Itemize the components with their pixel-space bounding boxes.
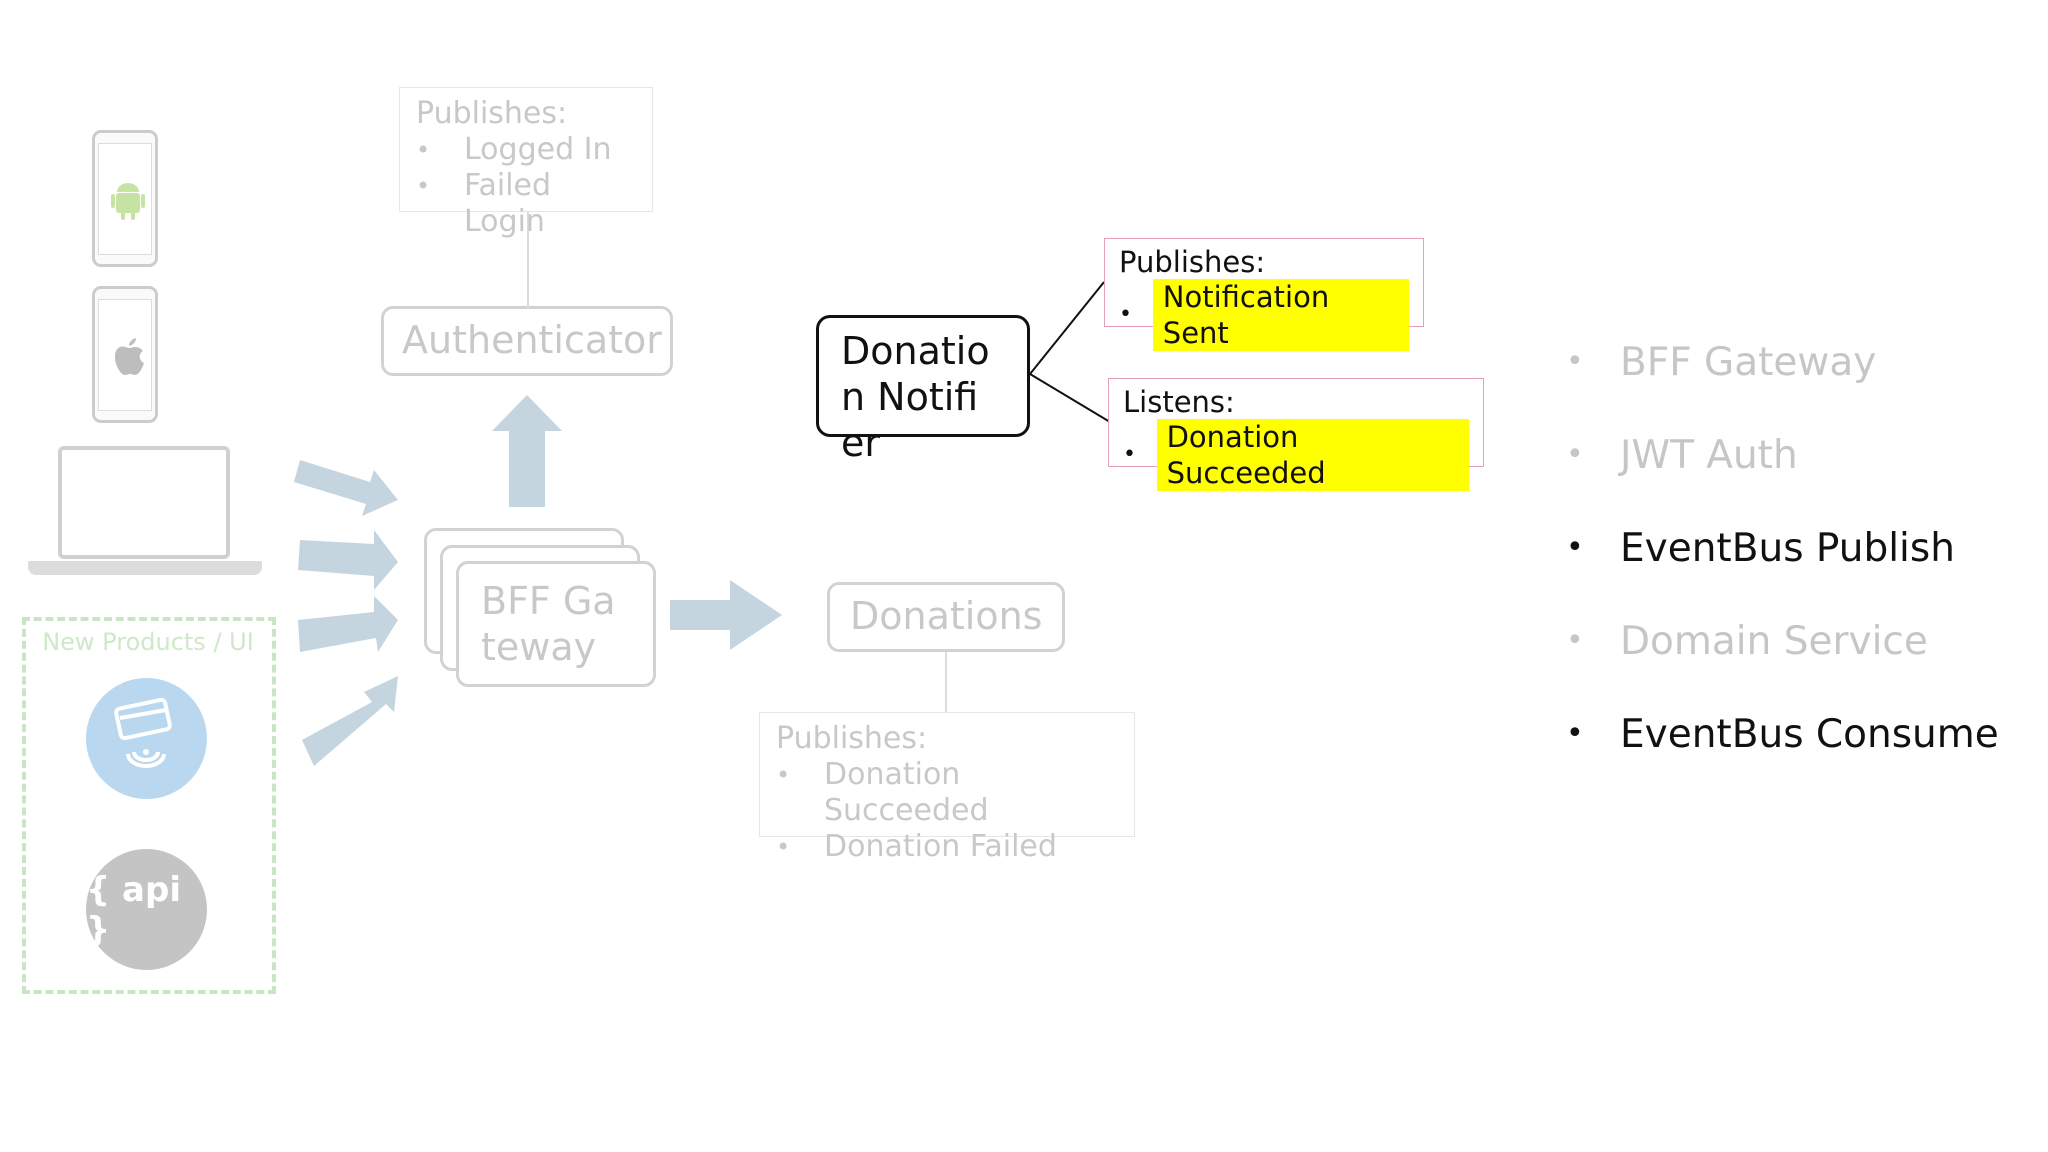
topic-item: •Domain Service bbox=[1566, 619, 1928, 664]
gateway-to-auth-arrow bbox=[492, 395, 562, 507]
topic-item: •JWT Auth bbox=[1566, 433, 1798, 478]
contactless-card-icon bbox=[86, 678, 207, 799]
laptop-icon bbox=[58, 446, 230, 559]
notifier-publishes-title: Publishes: bbox=[1119, 245, 1266, 279]
donations-publishes: Publishes: Donation Succeeded Donation F… bbox=[759, 712, 1135, 865]
laptop-base bbox=[28, 561, 262, 575]
android-phone-icon bbox=[92, 130, 158, 267]
auth-event-item: Logged In bbox=[416, 132, 636, 168]
auth-event-item: Failed Login bbox=[416, 168, 636, 240]
donations-publishes-title: Publishes: bbox=[776, 721, 928, 756]
donations-event-item: Donation Failed bbox=[776, 829, 1118, 865]
gateway-to-donations-arrow bbox=[670, 580, 782, 650]
authenticator-box: Authenticator bbox=[381, 306, 673, 376]
notifier-listens: Listens: •Donation Succeeded bbox=[1108, 378, 1484, 491]
authenticator-publishes: Publishes: Logged In Failed Login bbox=[399, 87, 653, 239]
new-products-label: New Products / UI bbox=[42, 628, 254, 656]
donation-notifier-label: Donation Notifier bbox=[841, 329, 990, 465]
notifier-publishes: Publishes: •Notification Sent bbox=[1104, 238, 1424, 351]
new-products-group bbox=[22, 617, 276, 994]
donations-label: Donations bbox=[850, 594, 1043, 638]
auth-connector bbox=[527, 212, 529, 308]
auth-publishes-title: Publishes: bbox=[416, 96, 568, 131]
topic-item: •EventBus Consume bbox=[1566, 712, 1999, 757]
apple-phone-icon bbox=[92, 286, 158, 423]
bff-gateway-label: BFF Gateway bbox=[481, 579, 616, 669]
authenticator-label: Authenticator bbox=[402, 318, 662, 362]
topic-item: •BFF Gateway bbox=[1566, 340, 1877, 385]
donations-event-item: Donation Succeeded bbox=[776, 757, 1118, 829]
client-arrows bbox=[294, 460, 398, 766]
donations-connector bbox=[945, 652, 947, 712]
donation-succeeded-event: Donation Succeeded bbox=[1156, 419, 1469, 491]
donation-notifier-box: Donation Notifier bbox=[816, 315, 1030, 465]
api-icon: { api } bbox=[86, 849, 207, 970]
notifier-connectors bbox=[1029, 281, 1111, 423]
notification-sent-event: Notification Sent bbox=[1152, 279, 1409, 351]
bff-gateway-box: BFF Gateway bbox=[456, 561, 656, 687]
topic-item: •EventBus Publish bbox=[1566, 526, 1955, 571]
donations-box: Donations bbox=[827, 582, 1065, 652]
notifier-listens-title: Listens: bbox=[1123, 385, 1235, 419]
topic-list: •BFF Gateway •JWT Auth •EventBus Publish… bbox=[1566, 340, 2026, 805]
